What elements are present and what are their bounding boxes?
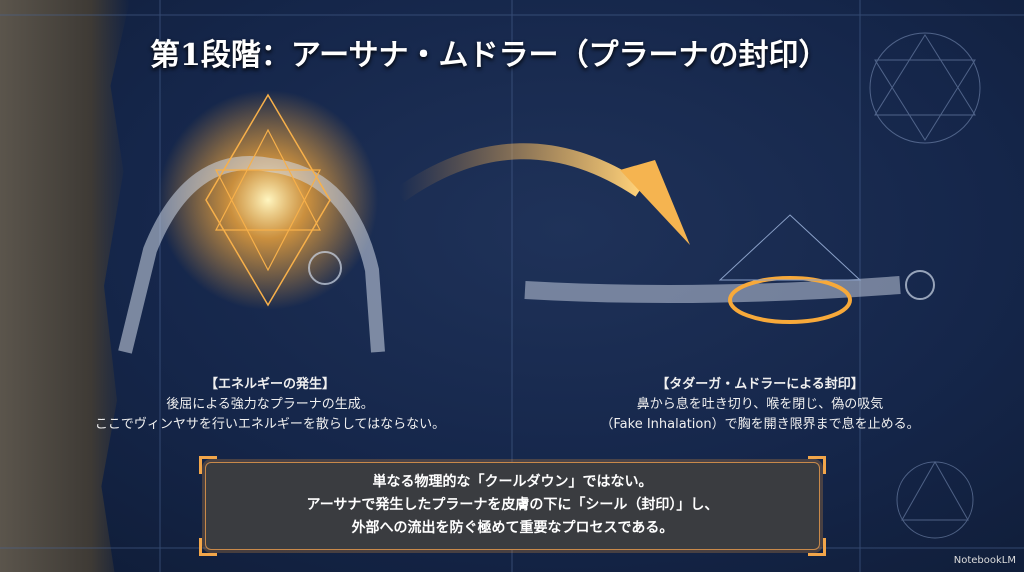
backbend-figure — [118, 90, 385, 354]
page-title: 第1段階：アーサナ・ムドラー（プラーナの封印） — [150, 38, 829, 73]
left-caption-line: 後屈による強力なプラーナの生成。 — [166, 397, 374, 412]
sacred-geometry — [869, 32, 981, 539]
right-caption-heading: 【タダーガ・ムドラーによる封印】 — [656, 377, 864, 392]
summary-box: 単なる物理的な「クールダウン」ではない。 アーサナで発生したプラーナを皮膚の下に… — [205, 462, 820, 550]
box-corner — [199, 538, 217, 556]
summary-line: アーサナで発生したプラーナを皮膚の下に「シール（封印）」し、 — [306, 497, 719, 513]
right-caption: 【タダーガ・ムドラーによる封印】 鼻から息を吐き切り、喉を閉じ、偽の吸気 （Fa… — [560, 375, 960, 435]
box-corner — [808, 456, 826, 474]
summary-line: 外部への流出を防ぐ極めて重要なプロセスである。 — [351, 520, 674, 536]
box-corner — [199, 456, 217, 474]
right-caption-line: 鼻から息を吐き切り、喉を閉じ、偽の吸気 — [636, 397, 884, 412]
summary-line: 単なる物理的な「クールダウン」ではない。 — [372, 474, 653, 490]
left-caption-line: ここでヴィンヤサを行いエネルギーを散らしてはならない。 — [94, 417, 446, 432]
box-corner — [808, 538, 826, 556]
brand-logo: NotebookLM — [953, 555, 1016, 566]
lying-figure — [524, 214, 935, 324]
right-caption-line: （Fake Inhalation）で胸を開き限界まで息を止める。 — [600, 417, 920, 432]
left-caption: 【エネルギーの発生】 後屈による強力なプラーナの生成。 ここでヴィンヤサを行いエ… — [70, 375, 470, 435]
left-caption-heading: 【エネルギーの発生】 — [204, 377, 335, 392]
curved-arrow — [395, 143, 690, 245]
